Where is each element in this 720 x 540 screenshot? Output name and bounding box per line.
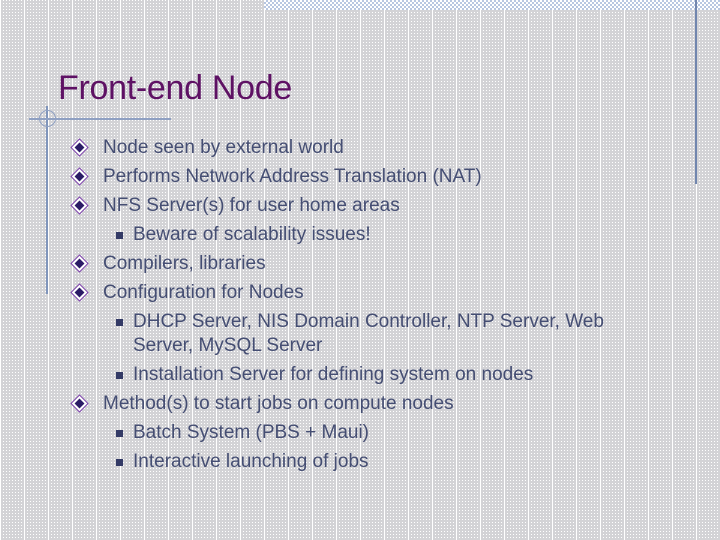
bullet-text: Performs Network Address Translation (NA…	[103, 166, 482, 187]
bullet-item: Configuration for Nodes	[0, 281, 658, 305]
square-bullet-icon	[116, 459, 123, 466]
diamond-bullet-icon	[70, 254, 89, 273]
bullet-item: Performs Network Address Translation (NA…	[0, 165, 658, 189]
compass-circle-icon	[39, 110, 56, 127]
bullet-item: Node seen by external world	[0, 136, 658, 160]
sub-bullet-text: Installation Server for defining system …	[133, 364, 534, 385]
diamond-bullet-icon	[70, 196, 89, 215]
sub-bullet-text: Beware of scalability issues!	[133, 224, 371, 245]
title-underline-rule	[29, 118, 171, 120]
bullet-text: Configuration for Nodes	[103, 282, 304, 303]
bullet-item: NFS Server(s) for user home areas	[0, 194, 658, 218]
bullet-text: Method(s) to start jobs on compute nodes	[103, 393, 454, 414]
square-bullet-icon	[116, 430, 123, 437]
square-bullet-icon	[116, 232, 123, 239]
bullet-text: Node seen by external world	[103, 137, 344, 158]
diamond-bullet-icon	[70, 138, 89, 157]
bullet-item: Method(s) to start jobs on compute nodes	[0, 392, 658, 416]
bullet-text: NFS Server(s) for user home areas	[103, 195, 400, 216]
bullet-item: Compilers, libraries	[0, 252, 658, 276]
sub-bullet-text: Batch System (PBS + Maui)	[133, 422, 369, 443]
diamond-bullet-icon	[70, 283, 89, 302]
sub-bullet-item: Beware of scalability issues!	[0, 223, 658, 247]
checker-band-decoration	[264, 0, 720, 10]
right-vertical-rule	[695, 0, 697, 184]
sub-bullet-text: Interactive launching of jobs	[133, 451, 369, 472]
sub-bullet-item: Installation Server for defining system …	[0, 363, 658, 387]
square-bullet-icon	[116, 372, 123, 379]
diamond-bullet-icon	[70, 167, 89, 186]
square-bullet-icon	[116, 319, 123, 326]
bullet-text: Compilers, libraries	[103, 253, 266, 274]
page-title: Front-end Node	[58, 69, 292, 107]
sub-bullet-item: DHCP Server, NIS Domain Controller, NTP …	[0, 310, 658, 358]
diamond-bullet-icon	[70, 394, 89, 413]
sub-bullet-item: Batch System (PBS + Maui)	[0, 421, 658, 445]
slide-body: Node seen by external world Performs Net…	[0, 136, 658, 479]
sub-bullet-item: Interactive launching of jobs	[0, 450, 658, 474]
sub-bullet-text: DHCP Server, NIS Domain Controller, NTP …	[133, 311, 604, 356]
left-vertical-rule	[46, 106, 48, 294]
